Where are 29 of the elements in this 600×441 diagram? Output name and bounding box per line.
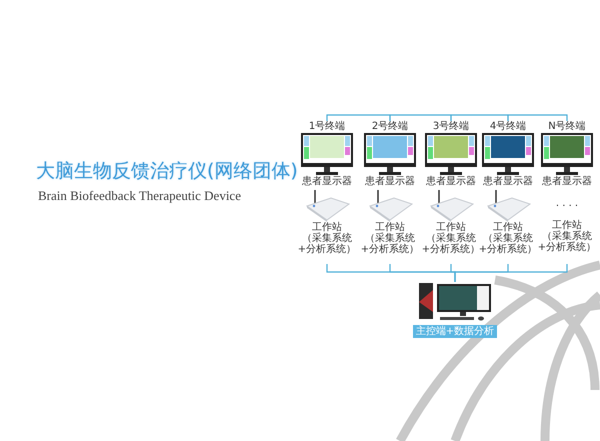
workstation-label: 工作站 bbox=[493, 222, 523, 233]
connector-line bbox=[450, 114, 509, 121]
workstation-label: （采集系统+分析系统） bbox=[360, 233, 420, 255]
connector-line bbox=[326, 114, 391, 121]
connector-line bbox=[454, 264, 568, 282]
server-label: 主控端+数据分析 bbox=[412, 325, 498, 338]
workstation-label: （采集系统+分析系统） bbox=[537, 231, 597, 253]
subtitle: Brain Biofeedback Therapeutic Device bbox=[38, 188, 241, 204]
connector-line bbox=[507, 114, 568, 121]
workstation-label: （采集系统+分析系统） bbox=[297, 233, 357, 255]
terminal-label: N号终端 bbox=[548, 121, 586, 132]
terminal-label: 3号终端 bbox=[432, 121, 470, 132]
terminal-label: 2号终端 bbox=[372, 121, 408, 132]
monitor-label: 患者显示器 bbox=[542, 176, 592, 187]
monitor-label: 患者显示器 bbox=[483, 176, 533, 187]
ellipsis-text: . . . . bbox=[556, 197, 578, 211]
workstation-label: 工作站 bbox=[375, 222, 405, 233]
connector-line bbox=[389, 114, 452, 121]
monitor-label: 患者显示器 bbox=[302, 176, 352, 187]
monitor-label: 患者显示器 bbox=[426, 176, 476, 187]
diagram-title: 大脑生物反馈治疗仪(网络团体) bbox=[36, 159, 298, 184]
workstation-label: 工作站 bbox=[312, 222, 342, 233]
terminal-label: 1号终端 bbox=[308, 121, 346, 132]
workstation-label: （采集系统+分析系统） bbox=[478, 233, 538, 255]
terminal-label: 4号终端 bbox=[490, 121, 526, 132]
workstation-label: 工作站 bbox=[552, 220, 582, 231]
workstation-label: 工作站 bbox=[436, 222, 466, 233]
workstation-label: （采集系统+分析系统） bbox=[421, 233, 480, 255]
monitor-label: 患者显示器 bbox=[365, 176, 415, 187]
